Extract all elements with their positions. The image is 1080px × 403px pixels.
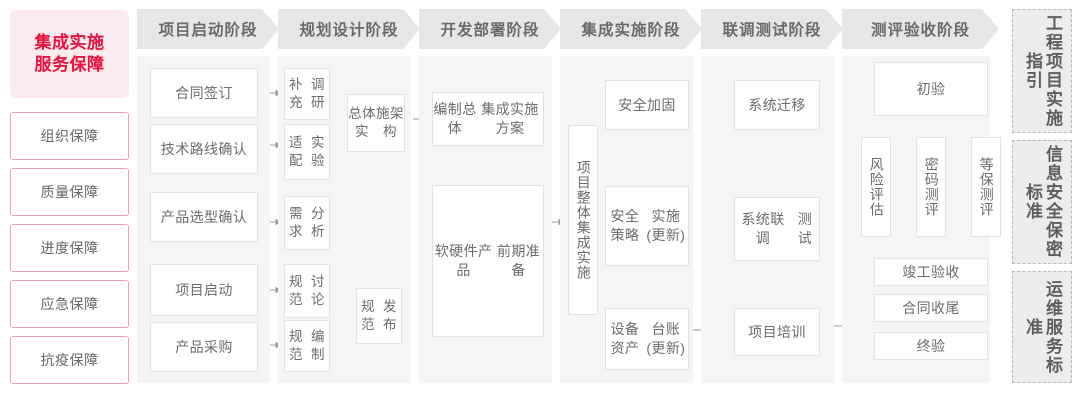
node-overall-integration-plan[interactable]: 编制总体集成实施方案 xyxy=(432,92,544,146)
node-hardware-software-preparation[interactable]: 软硬件产品前期准备 xyxy=(432,185,544,337)
node-supplementary-research[interactable]: 补充调研 xyxy=(284,68,330,120)
node-overall-integration-implementation[interactable]: 项目整体集成实施 xyxy=(568,125,598,315)
node-overall-implementation-architecture[interactable]: 总体实施架构 xyxy=(347,94,405,152)
guarantee-item-emergency[interactable]: 应急保障 xyxy=(10,280,129,328)
node-spec-drafting[interactable]: 规范编制 xyxy=(284,320,330,372)
stage-header-planning[interactable]: 规划设计阶段 xyxy=(278,9,420,49)
guarantee-item-quality[interactable]: 质量保障 xyxy=(10,168,129,216)
stage-header-integrate[interactable]: 集成实施阶段 xyxy=(560,9,702,49)
standard-engineering-project-guide[interactable]: 工程项目实施指引 xyxy=(1012,9,1072,133)
node-completion-acceptance[interactable]: 竣工验收 xyxy=(874,258,988,286)
node-contract-closeout[interactable]: 合同收尾 xyxy=(874,294,988,322)
brand-line-1: 集成实施 xyxy=(34,33,105,53)
node-preliminary-acceptance[interactable]: 初验 xyxy=(874,62,988,116)
node-project-training[interactable]: 项目培训 xyxy=(734,308,820,356)
node-cryptography-evaluation[interactable]: 密码测评 xyxy=(916,137,946,237)
node-adaptation-experiment[interactable]: 适配实验 xyxy=(284,124,330,180)
guarantee-item-schedule[interactable]: 进度保障 xyxy=(10,224,129,272)
node-spec-release[interactable]: 规范发布 xyxy=(356,288,402,344)
node-contract-signing[interactable]: 合同签订 xyxy=(150,68,258,118)
node-security-policy-implementation[interactable]: 安全策略实施(更新) xyxy=(605,186,689,266)
stage-header-accept[interactable]: 测评验收阶段 xyxy=(842,9,999,49)
node-system-migration[interactable]: 系统迁移 xyxy=(734,80,820,130)
node-classified-protection-evaluation[interactable]: 等保测评 xyxy=(971,137,1001,237)
brand-title-block: 集成实施 服务保障 xyxy=(10,10,129,98)
node-requirement-analysis[interactable]: 需求分析 xyxy=(284,196,330,250)
standard-operations-service[interactable]: 运维服务标准 xyxy=(1012,271,1072,383)
node-security-hardening[interactable]: 安全加固 xyxy=(605,80,689,130)
node-system-joint-debug-test[interactable]: 系统联调测试 xyxy=(734,197,820,261)
guarantee-item-organization[interactable]: 组织保障 xyxy=(10,112,129,160)
stage-header-start[interactable]: 项目启动阶段 xyxy=(137,9,279,49)
node-product-procurement[interactable]: 产品采购 xyxy=(150,322,258,372)
stage-header-joint[interactable]: 联调测试阶段 xyxy=(701,9,843,49)
node-final-acceptance[interactable]: 终验 xyxy=(874,332,988,360)
node-spec-discussion[interactable]: 规范讨论 xyxy=(284,264,330,318)
brand-line-2: 服务保障 xyxy=(34,55,105,74)
node-risk-assessment[interactable]: 风险评估 xyxy=(861,137,891,237)
stage-header-develop[interactable]: 开发部署阶段 xyxy=(419,9,561,49)
node-project-kickoff[interactable]: 项目启动 xyxy=(150,264,258,316)
standard-information-security-confidentiality[interactable]: 信息安全保密标准 xyxy=(1012,140,1072,264)
node-tech-route-confirm[interactable]: 技术路线确认 xyxy=(150,124,258,174)
node-product-selection-confirm[interactable]: 产品选型确认 xyxy=(150,192,258,242)
node-asset-ledger-update[interactable]: 设备资产台账(更新) xyxy=(605,308,689,370)
guarantee-item-epidemic[interactable]: 抗疫保障 xyxy=(10,336,129,384)
